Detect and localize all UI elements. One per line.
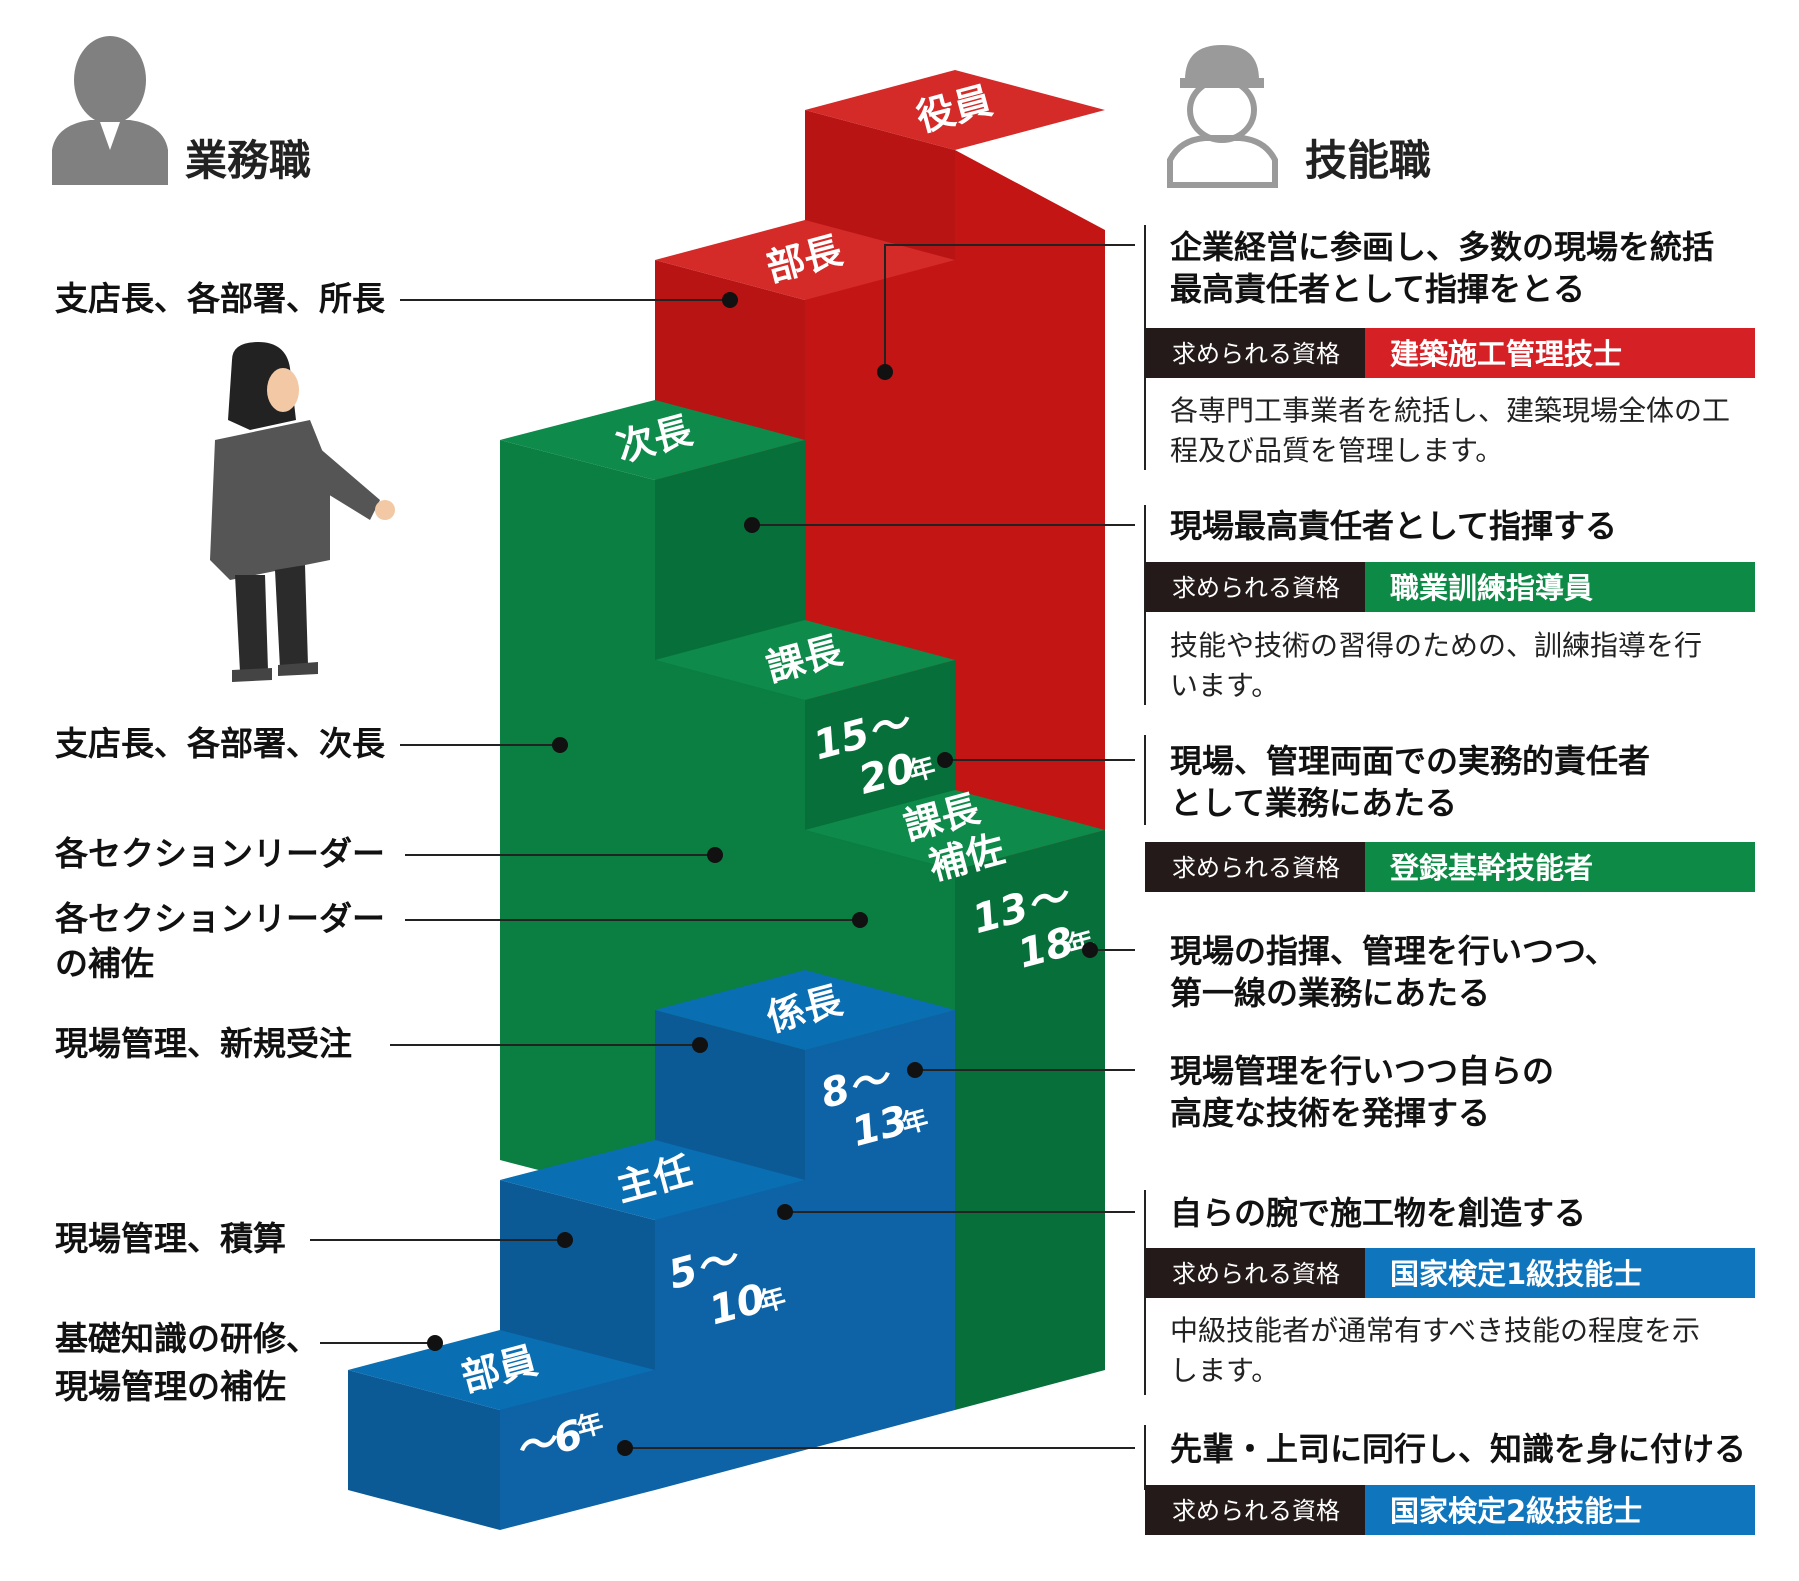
- qual-bg-3: [1365, 842, 1755, 892]
- right-title-2: 現場最高責任者として指揮する: [1170, 507, 1617, 545]
- left-label-jicho: 支店長、各部署、次長: [55, 724, 386, 763]
- right-desc-1b: 程及び品質を管理します。: [1170, 434, 1503, 467]
- leader-dot: [852, 912, 868, 928]
- right-title-3a: 現場、管理両面での実務的責任者: [1170, 742, 1650, 780]
- left-label-hosa-1: 各セクションリーダー: [54, 899, 385, 938]
- leader-dot: [877, 364, 893, 380]
- right-title-1b: 最高責任者として指揮をとる: [1170, 270, 1585, 308]
- leader-dot: [937, 752, 953, 768]
- right-title-5a: 現場管理を行いつつ自らの: [1170, 1052, 1554, 1090]
- pointing-person-illustration: [210, 342, 395, 682]
- qual-3: 登録基幹技能者: [1389, 851, 1593, 885]
- req-label-bg-1: [1145, 328, 1365, 378]
- left-label-bucho: 支店長、各部署、所長: [55, 279, 386, 318]
- hardhat-worker-icon: [1167, 45, 1278, 188]
- left-label-buin-2: 現場管理の補佐: [55, 1367, 286, 1406]
- req-label-bg-2: [1145, 562, 1365, 612]
- right-desc-2a: 技能や技術の習得のための、訓練指導を行: [1170, 629, 1702, 662]
- req-label-bg-7: [1145, 1485, 1365, 1535]
- qual-6: 国家検定1級技能士: [1390, 1257, 1642, 1291]
- right-title-4a: 現場の指揮、管理を行いつつ、: [1170, 932, 1617, 970]
- left-label-kacho: 各セクションリーダー: [54, 834, 385, 873]
- right-desc-2b: います。: [1170, 669, 1279, 702]
- left-label-buin-1: 基礎知識の研修、: [55, 1319, 319, 1358]
- right-desc-6a: 中級技能者が通常有すべき技能の程度を示: [1170, 1314, 1700, 1347]
- leader-dot: [617, 1440, 633, 1456]
- leader-dot: [907, 1062, 923, 1078]
- leader-dot: [427, 1335, 443, 1351]
- office-worker-icon: [52, 36, 168, 185]
- qual-bg-6: [1365, 1248, 1755, 1298]
- qual-2: 職業訓練指導員: [1390, 571, 1593, 605]
- req-label-3: 求められる資格: [1172, 854, 1340, 882]
- right-title-3b: として業務にあたる: [1170, 784, 1457, 822]
- req-label-2: 求められる資格: [1172, 574, 1340, 602]
- req-label-1: 求められる資格: [1172, 340, 1340, 368]
- qual-bg-1: [1365, 328, 1755, 378]
- req-label-bg-6: [1145, 1248, 1365, 1298]
- left-label-kakari: 現場管理、新規受注: [55, 1024, 352, 1063]
- leader-dot: [692, 1037, 708, 1053]
- left-label-shunin: 現場管理、積算: [55, 1219, 286, 1258]
- leader-dot: [552, 737, 568, 753]
- req-label-6: 求められる資格: [1172, 1260, 1340, 1288]
- right-desc-1a: 各専門工事業者を統括し、建築現場全体の工: [1170, 394, 1730, 427]
- leader-dot: [777, 1204, 793, 1220]
- qual-bg-2: [1365, 562, 1755, 612]
- leader-dot: [557, 1232, 573, 1248]
- leader-dot: [707, 847, 723, 863]
- header-office-work: 業務職: [185, 136, 311, 185]
- left-label-hosa-2: の補佐: [55, 944, 154, 983]
- right-title-4b: 第一線の業務にあたる: [1170, 974, 1490, 1012]
- right-title-5b: 高度な技術を発揮する: [1170, 1094, 1490, 1132]
- leader-dot: [1082, 942, 1098, 958]
- qual-bg-7: [1365, 1485, 1755, 1535]
- header-skilled-work: 技能職: [1305, 136, 1431, 185]
- req-label-7: 求められる資格: [1172, 1497, 1340, 1525]
- leader-dot: [744, 517, 760, 533]
- leader-line-right-1: [884, 244, 1135, 372]
- right-title-6: 自らの腕で施工物を創造する: [1170, 1194, 1586, 1232]
- right-title-1a: 企業経営に参画し、多数の現場を統括: [1170, 228, 1714, 266]
- qual-7: 国家検定2級技能士: [1390, 1494, 1642, 1528]
- right-title-7: 先輩・上司に同行し、知識を身に付ける: [1170, 1430, 1746, 1468]
- leader-dot: [722, 292, 738, 308]
- block-buin: [348, 1330, 655, 1530]
- qual-1: 建築施工管理技士: [1390, 337, 1622, 371]
- right-desc-6b: します。: [1170, 1354, 1279, 1387]
- req-label-bg-3: [1145, 842, 1365, 892]
